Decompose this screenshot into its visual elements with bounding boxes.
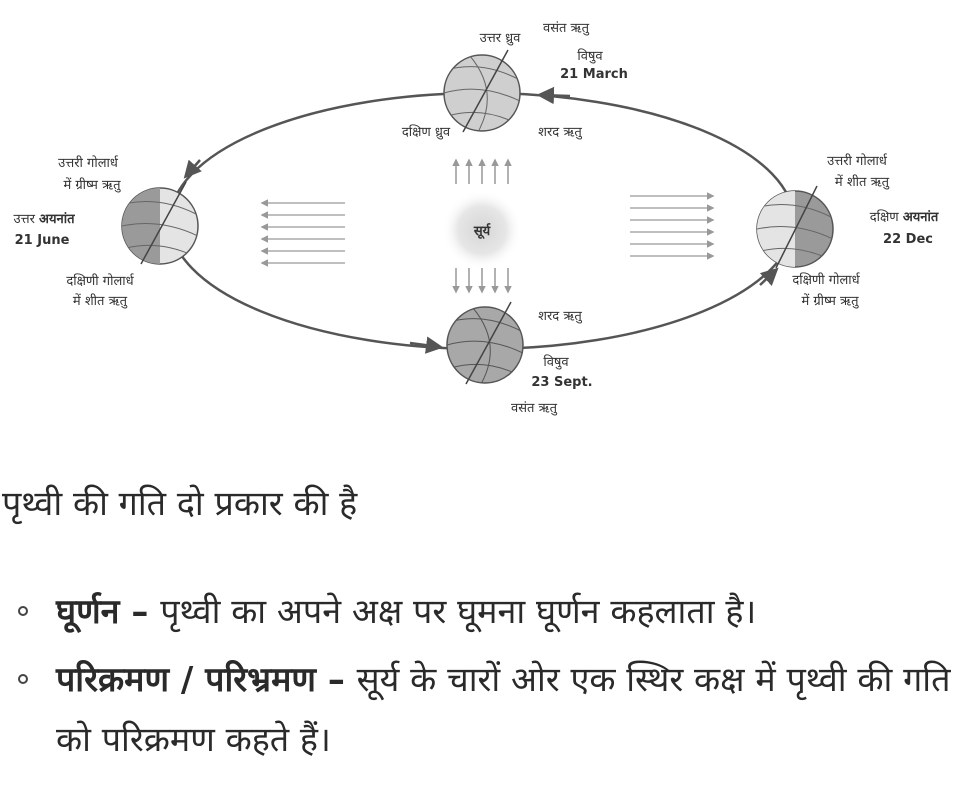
label-top-north-pole: उत्तर ध्रुव — [480, 31, 522, 46]
earth-right — [756, 185, 834, 269]
label-bottom-equinox: विषुव — [543, 354, 569, 370]
label-right-solstice: दक्षिण अयनांत — [870, 209, 939, 225]
label-top-season: वसंत ऋतु — [543, 21, 590, 36]
label-right-north-hemi-1: उत्तरी गोलार्ध — [827, 153, 888, 169]
term-rotation: घूर्णन — [56, 592, 120, 632]
orbit-arrow-top-right — [536, 86, 571, 105]
sun-rays-right — [630, 192, 715, 260]
sun-label: सूर्य — [473, 223, 491, 239]
label-left-south-hemi-1: दक्षिणी गोलार्ध — [66, 273, 134, 289]
label-top-equinox: विषुव — [577, 48, 603, 64]
earth-bottom — [446, 301, 524, 385]
sun: सूर्य — [442, 190, 522, 270]
label-bottom-season-2: वसंत ऋतु — [511, 401, 558, 416]
label-right-south-hemi-2: में ग्रीष्म ऋतु — [801, 293, 859, 309]
label-right-south-hemi-1: दक्षिणी गोलार्ध — [792, 272, 860, 288]
label-top-south-pole: दक्षिण ध्रुव — [402, 124, 451, 140]
label-left-date: 21 June — [15, 233, 70, 248]
dash-revolution: – — [315, 660, 357, 700]
list-item-revolution: परिक्रमण / परिभ्रमण – सूर्य के चारों ओर … — [0, 650, 960, 770]
orbit-arrow-bottom-left — [409, 336, 444, 354]
dash-rotation: – — [119, 592, 161, 632]
definition-revolution: सूर्य के चारों ओर एक स्थिर कक्ष में पृथ्… — [56, 660, 951, 760]
earth-left — [121, 181, 199, 265]
orbit-arrow-bottom-right — [759, 267, 779, 286]
orbit-arrow-top-left — [183, 159, 202, 179]
label-right-north-hemi-2: में शीत ऋतु — [835, 174, 890, 190]
sun-rays-up — [452, 158, 512, 184]
label-top-season-bottom: शरद ऋतु — [538, 125, 583, 140]
sun-rays-down — [452, 268, 512, 294]
list-item-rotation: घूर्णन – पृथ्वी का अपने अक्ष पर घूमना घू… — [0, 582, 960, 642]
definition-rotation: पृथ्वी का अपने अक्ष पर घूमना घूर्णन कहला… — [160, 592, 757, 632]
motion-types-list: घूर्णन – पृथ्वी का अपने अक्ष पर घूमना घू… — [0, 582, 960, 778]
bullet-icon — [18, 606, 28, 616]
label-left-north-hemi-2: में ग्रीष्म ऋतु — [63, 177, 121, 193]
label-left-north-hemi-1: उत्तरी गोलार्ध — [58, 155, 119, 171]
intro-text: पृथ्वी की गति दो प्रकार की है — [2, 484, 358, 524]
term-revolution: परिक्रमण / परिभ्रमण — [56, 660, 316, 700]
earth-top — [443, 49, 521, 133]
label-top-date: 21 March — [560, 67, 628, 82]
label-left-solstice: उत्तर अयनांत — [13, 211, 75, 227]
bullet-icon — [18, 674, 28, 684]
label-right-date: 22 Dec — [883, 232, 933, 247]
label-bottom-season: शरद ऋतु — [538, 309, 583, 324]
label-left-south-hemi-2: में शीत ऋतु — [73, 293, 128, 309]
label-bottom-date: 23 Sept. — [531, 375, 592, 390]
earth-orbit-diagram: सूर्य — [13, 21, 939, 416]
sun-rays-left — [260, 199, 345, 267]
